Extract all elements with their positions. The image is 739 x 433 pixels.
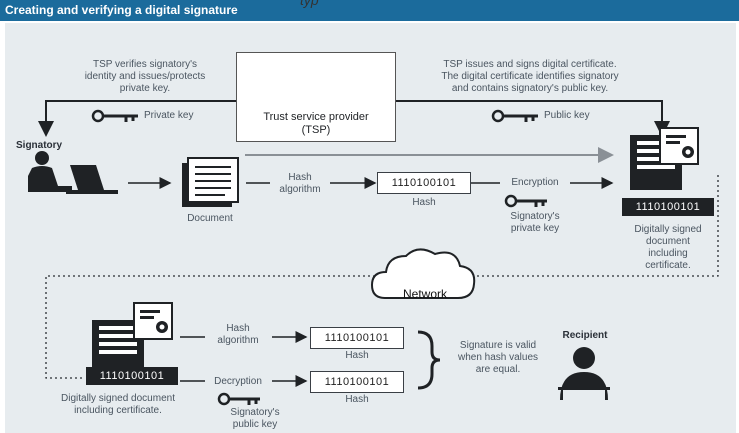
public-key-label: Public key xyxy=(544,110,590,121)
signatory-label: Signatory xyxy=(16,140,63,151)
signatory-public-key-label-2: public key xyxy=(232,419,278,430)
network-cloud-icon xyxy=(370,248,476,299)
bottom-hash-label-2: Hash xyxy=(345,394,369,405)
validity-note-3: are equal. xyxy=(475,364,521,375)
tsp-right-note-2: The digital certificate identifies signa… xyxy=(441,71,619,82)
tsp-right-note-1: TSP issues and signs digital certificate… xyxy=(443,59,617,70)
signed-document-left-icon xyxy=(92,302,173,370)
document-icon xyxy=(182,157,239,207)
recipient-person-icon xyxy=(558,347,610,402)
bottom-hash-algorithm-label-2: algorithm xyxy=(217,335,259,346)
signed-doc-right-hash: 1110100101 xyxy=(622,198,714,216)
private-key-icon xyxy=(91,109,138,123)
network-route-dotted xyxy=(45,175,719,379)
hash-label: Hash xyxy=(412,197,436,208)
document-label: Document xyxy=(187,213,233,224)
signatory-private-key-icon xyxy=(504,194,547,208)
tsp-label-line2: (TSP) xyxy=(301,124,331,136)
comparison-brace xyxy=(417,330,441,390)
validity-note-2: when hash values xyxy=(457,352,539,363)
signed-doc-left-hash: 1110100101 xyxy=(86,367,178,385)
diagram-title: Creating and verifying a digital signatu… xyxy=(5,3,238,17)
tsp-to-signed-doc-arrow xyxy=(396,100,670,137)
signatory-public-key-icon xyxy=(217,392,260,406)
tsp-left-note-1: TSP verifies signatory's xyxy=(93,59,197,70)
recipient-label: Recipient xyxy=(562,330,608,341)
tsp-left-note-3: private key. xyxy=(119,83,171,94)
validity-note-1: Signature is valid xyxy=(459,340,537,351)
network-label: Network xyxy=(402,287,447,301)
signed-doc-right-label-3: including xyxy=(648,248,688,259)
signatory-private-key-label-1: Signatory's xyxy=(510,211,560,222)
hash-value-box: 1110100101 xyxy=(377,172,471,194)
bottom-hash-value-box-1: 1110100101 xyxy=(310,327,404,349)
top-cut-text: typ xyxy=(300,0,319,8)
tsp-right-note-3: and contains signatory's public key. xyxy=(451,83,609,94)
title-bar: Creating and verifying a digital signatu… xyxy=(0,0,739,21)
tsp-to-signatory-arrow xyxy=(38,100,236,137)
signed-doc-left-label-1: Digitally signed document xyxy=(61,393,175,404)
bottom-hash-label-1: Hash xyxy=(345,350,369,361)
signed-doc-right-label-4: certificate. xyxy=(645,260,691,271)
signatory-public-key-label-1: Signatory's xyxy=(230,407,280,418)
decryption-label: Decryption xyxy=(214,376,262,387)
signatory-person-icon xyxy=(28,151,118,194)
signed-doc-right-label-2: document xyxy=(646,236,690,247)
encryption-label: Encryption xyxy=(511,177,559,188)
hash-algorithm-label-2: algorithm xyxy=(279,184,321,195)
tsp-left-note-2: identity and issues/protects xyxy=(84,71,206,82)
hash-algorithm-label-1: Hash xyxy=(288,172,312,183)
private-key-label: Private key xyxy=(144,110,194,121)
bottom-hash-value-box-2: 1110100101 xyxy=(310,371,404,393)
public-key-icon xyxy=(491,109,538,123)
signatory-private-key-label-2: private key xyxy=(510,223,560,234)
bottom-hash-algorithm-label-1: Hash xyxy=(226,323,250,334)
tsp-label-line1: Trust service provider xyxy=(263,111,369,123)
signed-document-right-icon xyxy=(630,127,699,190)
signed-doc-right-label-1: Digitally signed xyxy=(634,224,702,235)
signed-doc-left-label-2: including certificate. xyxy=(74,405,162,416)
tsp-box: Trust service provider (TSP) xyxy=(236,52,396,142)
